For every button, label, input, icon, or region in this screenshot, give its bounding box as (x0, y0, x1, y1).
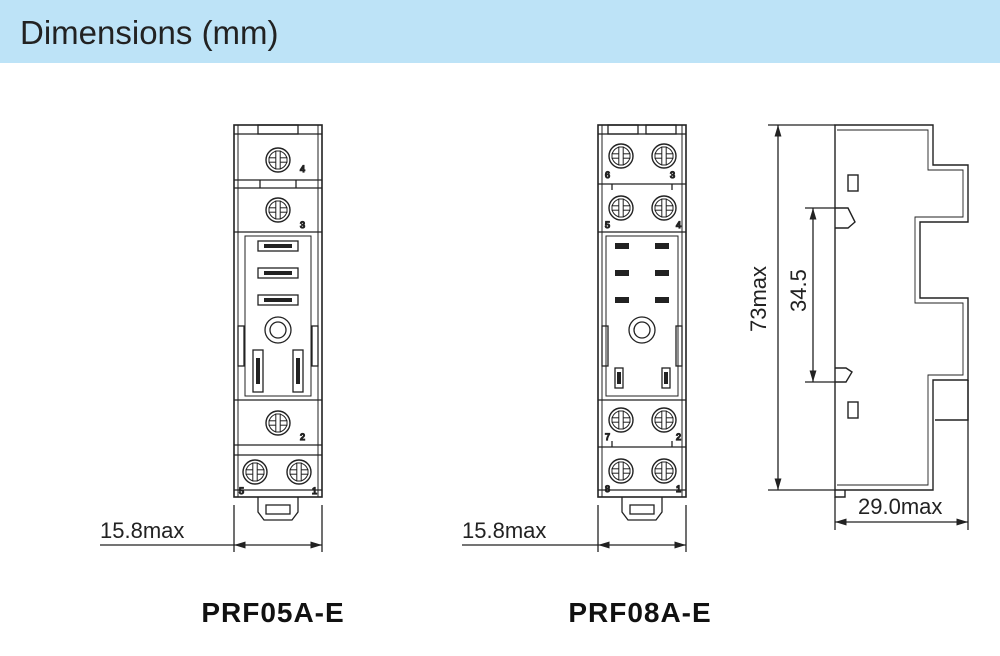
prf08a-terminal-label: 5 (605, 220, 610, 230)
prf08a-terminal-label: 4 (676, 220, 681, 230)
depth-label: 29.0max (858, 494, 942, 519)
header-bar: Dimensions (mm) (0, 0, 1000, 63)
height-dimension (768, 124, 835, 491)
prf08a-width-label: 15.8max (462, 518, 546, 543)
prf08a-terminal-label: 7 (605, 432, 610, 442)
prf05a-terminal-label: 1 (312, 486, 317, 496)
rail-label: 34.5 (786, 269, 811, 312)
prf05a-terminal-label: 3 (300, 220, 305, 230)
prf08a-width-dimension (462, 505, 687, 552)
prf05a-width-label: 15.8max (100, 518, 184, 543)
rail-dimension (805, 207, 835, 383)
prf08a-terminal-label: 6 (605, 170, 610, 180)
side-view (834, 124, 969, 498)
page-title: Dimensions (mm) (20, 14, 279, 51)
prf05a-width-dimension (100, 505, 323, 552)
prf08a-model-label: PRF08A-E (568, 597, 711, 628)
prf05a-terminal-label: 4 (300, 164, 305, 174)
prf08a-terminal-label: 2 (676, 432, 681, 442)
height-label: 73max (746, 266, 771, 332)
prf08a-terminal-label: 1 (676, 484, 681, 494)
prf08a-front-view (597, 124, 687, 521)
depth-dimension (834, 380, 969, 530)
prf08a-terminal-label: 8 (605, 484, 610, 494)
prf08a-terminal-label: 3 (670, 170, 675, 180)
prf05a-model-label: PRF05A-E (201, 597, 344, 628)
prf05a-front-view (233, 124, 323, 521)
prf05a-terminal-label: 2 (300, 432, 305, 442)
prf05a-terminal-label: 5 (239, 486, 244, 496)
